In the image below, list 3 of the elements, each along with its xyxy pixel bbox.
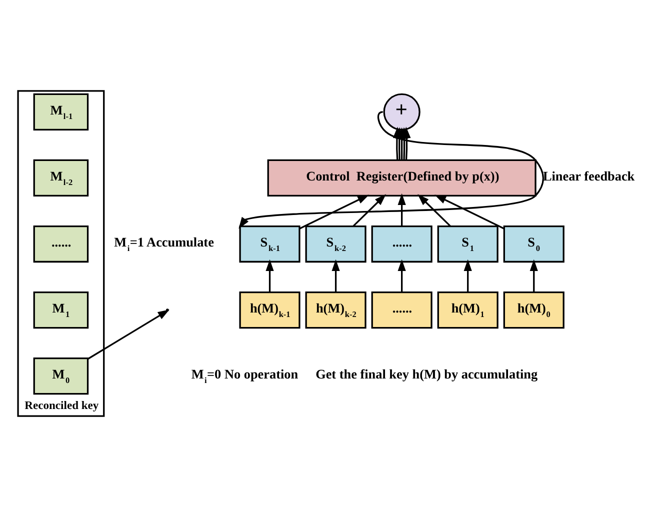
label: M$_{i}$=1 Accumulate bbox=[114, 234, 214, 253]
label: Get the final key h(M) by accumulating bbox=[316, 366, 538, 382]
label: M$_{i}$=0 No operation bbox=[191, 366, 298, 385]
